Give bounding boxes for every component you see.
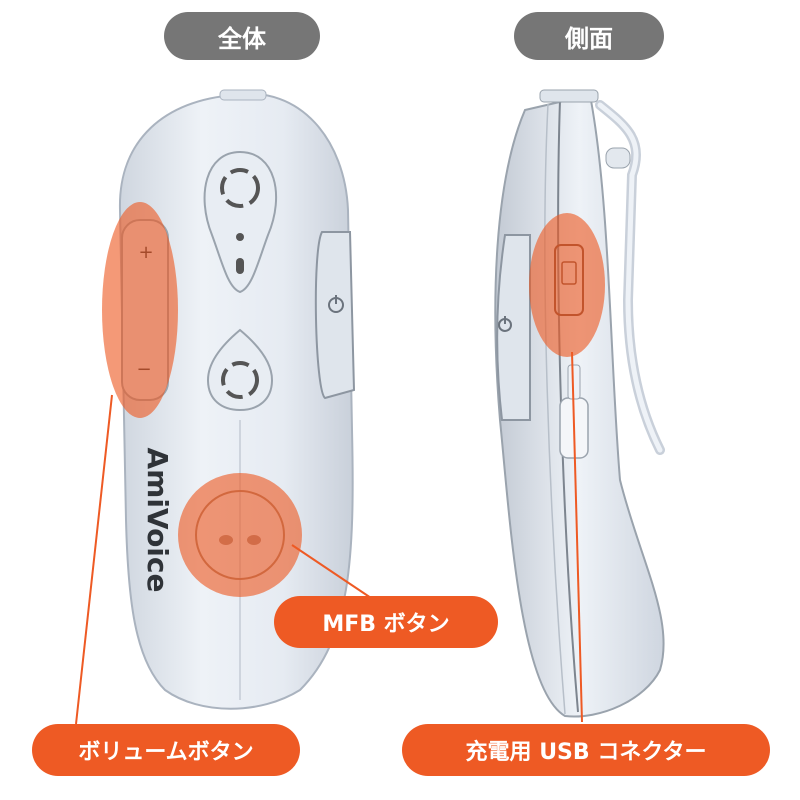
side-power-button <box>496 234 531 421</box>
brand-logo: AmiVoice <box>141 447 174 592</box>
header-overall: 全体 <box>164 12 320 60</box>
usb-connector-label: 充電用 USB コネクター <box>402 724 770 776</box>
volume-leader-line <box>75 394 113 725</box>
usb-highlight <box>529 213 605 357</box>
minus-mark: − <box>136 359 151 380</box>
usb-leader-line <box>571 351 583 723</box>
device-front-view: + − AmiVoice <box>102 89 356 710</box>
upper-button-icon <box>220 168 260 208</box>
mfb-button <box>195 490 285 580</box>
usb-port <box>554 244 584 316</box>
power-side-button <box>314 231 356 400</box>
plus-mark: + <box>138 242 153 263</box>
device-side-view <box>494 89 665 718</box>
mfb-button-label: MFB ボタン <box>274 596 498 648</box>
mfb-leader-line <box>291 544 381 605</box>
volume-button-label: ボリュームボタン <box>32 724 300 776</box>
lower-button-icon <box>221 361 259 399</box>
power-icon <box>328 295 344 313</box>
volume-highlight <box>102 202 178 418</box>
header-side: 側面 <box>514 12 664 60</box>
side-power-icon <box>498 316 512 332</box>
